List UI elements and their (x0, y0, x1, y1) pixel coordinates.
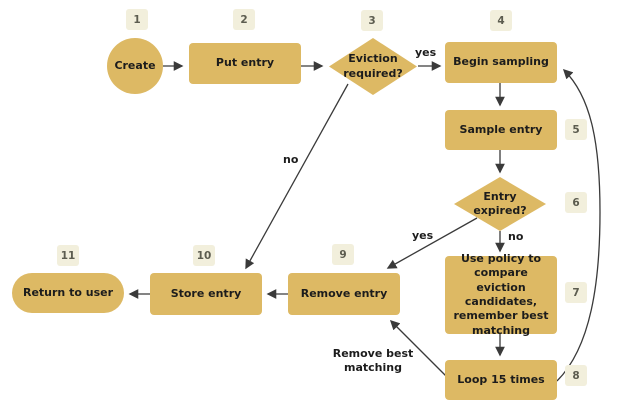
node-sample-entry: Sample entry (445, 110, 557, 150)
edge-eviction-no-to-store-entry (245, 83, 349, 270)
node-store-entry-label: Store entry (170, 286, 242, 300)
step-badge-3: 3 (361, 10, 383, 31)
node-store-entry: Store entry (150, 273, 262, 315)
edge-label-expired-no: no (508, 230, 524, 243)
node-sample-entry-label: Sample entry (459, 122, 543, 136)
node-begin-sampling-label: Begin sampling (453, 55, 549, 69)
node-create: Create (107, 38, 163, 94)
step-badge-2: 2 (233, 9, 255, 30)
edge-loop-to-begin-sampling (556, 68, 601, 382)
step-badge-7: 7 (565, 282, 587, 303)
step-badge-11: 11 (57, 245, 79, 266)
node-remove-entry-label: Remove entry (300, 286, 388, 300)
node-return-to-user-label: Return to user (22, 285, 113, 299)
step-badge-10: 10 (193, 245, 215, 266)
step-badge-5: 5 (565, 119, 587, 140)
node-begin-sampling: Begin sampling (445, 42, 557, 83)
node-entry-expired-label: Entry expired? (473, 189, 527, 217)
node-put-entry-label: Put entry (215, 56, 275, 70)
edge-label-remove-best-matching: Remove best matching (332, 347, 414, 374)
node-eviction-required-label: Eviction required? (343, 52, 403, 80)
node-create-label: Create (114, 58, 156, 72)
node-put-entry: Put entry (189, 43, 301, 84)
node-use-policy: Use policy to compare eviction candidate… (445, 252, 557, 337)
step-badge-8: 8 (565, 365, 587, 386)
edge-label-eviction-yes: yes (415, 46, 437, 59)
node-use-policy-label: Use policy to compare eviction candidate… (453, 252, 549, 337)
node-loop-15-times-label: Loop 15 times (457, 372, 545, 386)
node-remove-entry: Remove entry (288, 273, 400, 315)
edge-expired-yes-to-remove-entry (386, 217, 478, 269)
step-badge-6: 6 (565, 192, 587, 213)
node-return-to-user: Return to user (12, 273, 124, 313)
edge-label-expired-yes: yes (412, 229, 434, 242)
step-badge-4: 4 (490, 10, 512, 31)
step-badge-9: 9 (332, 244, 354, 265)
node-loop-15-times: Loop 15 times (445, 360, 557, 400)
step-badge-1: 1 (126, 9, 148, 30)
edge-loop-to-remove-entry (389, 319, 447, 377)
edge-label-eviction-no: no (283, 153, 299, 166)
